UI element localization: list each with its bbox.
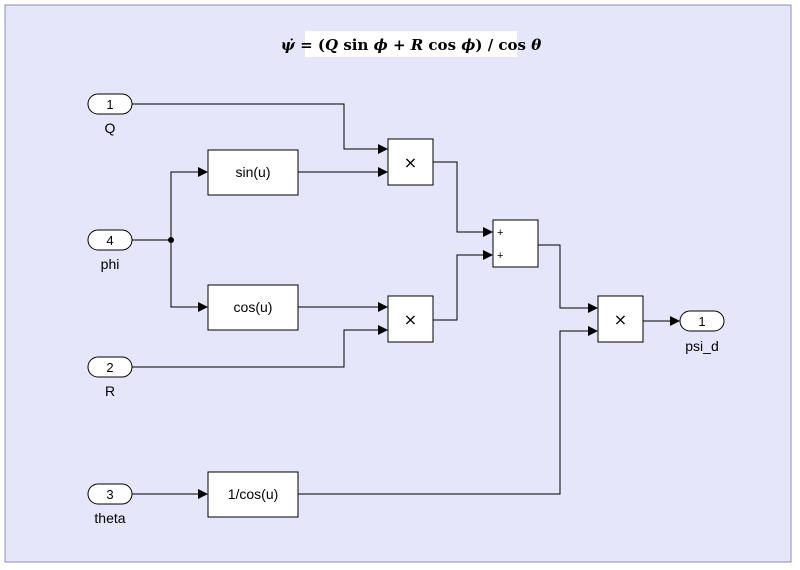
arrow-head [198, 167, 208, 177]
sum-block[interactable]: + + [492, 219, 539, 268]
sum-block-shape[interactable] [492, 219, 539, 268]
inport-shape[interactable] [87, 93, 133, 115]
wire-q-to-product1[interactable] [132, 103, 378, 150]
cos-block-shape[interactable] [207, 284, 299, 331]
outport-shape[interactable] [679, 310, 725, 332]
arrow-head [483, 250, 493, 260]
sin-block[interactable]: sin(u) [207, 149, 299, 196]
inport-label: Q [105, 120, 116, 136]
invcos-block-shape[interactable] [207, 471, 299, 518]
inport-number: 1 [106, 97, 113, 112]
product-block-1[interactable]: × [387, 138, 434, 186]
wire-product2-to-sum[interactable] [433, 254, 483, 321]
inport-theta[interactable]: 3 theta [87, 483, 133, 526]
wire-product1-to-sum[interactable] [433, 161, 483, 233]
inport-shape[interactable] [87, 229, 133, 251]
inport-label: R [105, 383, 115, 399]
subsystem-canvas [4, 4, 792, 563]
outport-number: 1 [698, 314, 705, 329]
arrow-head [378, 302, 388, 312]
arrow-head [378, 167, 388, 177]
invcos-block-label: 1/cos(u) [228, 486, 279, 502]
inport-label: phi [101, 256, 120, 272]
product-block-3[interactable]: × [597, 295, 644, 343]
equation-text: ψ̇ = (Q sin ϕ + R cos ϕ) / cos θ [281, 36, 541, 54]
sum-sign-1: + [497, 227, 503, 239]
inport-phi[interactable]: 4 phi [87, 229, 133, 272]
wire-phi-to-sin[interactable] [170, 171, 198, 240]
wire-r-to-product2[interactable] [132, 329, 378, 368]
invcos-block[interactable]: 1/cos(u) [207, 471, 299, 518]
arrow-head [588, 303, 598, 313]
sum-sign-2: + [497, 250, 503, 262]
cos-block[interactable]: cos(u) [207, 284, 299, 331]
arrow-head [483, 227, 493, 237]
signal-lines [132, 103, 680, 499]
product-block-shape[interactable] [387, 138, 434, 186]
product-block-shape[interactable] [597, 295, 644, 343]
wire-sum-to-product3[interactable] [538, 244, 588, 309]
wire-phi-to-cos[interactable] [170, 240, 198, 308]
arrow-head [198, 302, 208, 312]
cos-block-label: cos(u) [234, 299, 273, 315]
arrow-head [378, 144, 388, 154]
arrow-head [588, 326, 598, 336]
multiply-icon: × [404, 310, 417, 329]
inport-q[interactable]: 1 Q [87, 93, 133, 136]
equation-background [305, 31, 517, 57]
wire-invcos-to-product3[interactable] [298, 330, 588, 495]
arrow-head [198, 489, 208, 499]
inport-number: 4 [106, 233, 113, 248]
arrow-head [378, 325, 388, 335]
sin-block-label: sin(u) [235, 164, 270, 180]
equation-annotation: ψ̇ = (Q sin ϕ + R cos ϕ) / cos θ [281, 31, 541, 57]
multiply-icon: × [404, 153, 417, 172]
product-block-2[interactable]: × [387, 295, 434, 343]
product-block-shape[interactable] [387, 295, 434, 343]
inport-label: theta [94, 510, 125, 526]
inport-shape[interactable] [87, 356, 133, 378]
outport-psi-d[interactable]: 1 psi_d [679, 310, 725, 354]
sin-block-shape[interactable] [207, 149, 299, 196]
inport-shape[interactable] [87, 483, 133, 505]
arrow-head [670, 316, 680, 326]
multiply-icon: × [614, 310, 627, 329]
inport-r[interactable]: 2 R [87, 356, 133, 399]
outport-label: psi_d [685, 338, 718, 354]
inport-number: 2 [106, 360, 113, 375]
inport-number: 3 [106, 487, 113, 502]
